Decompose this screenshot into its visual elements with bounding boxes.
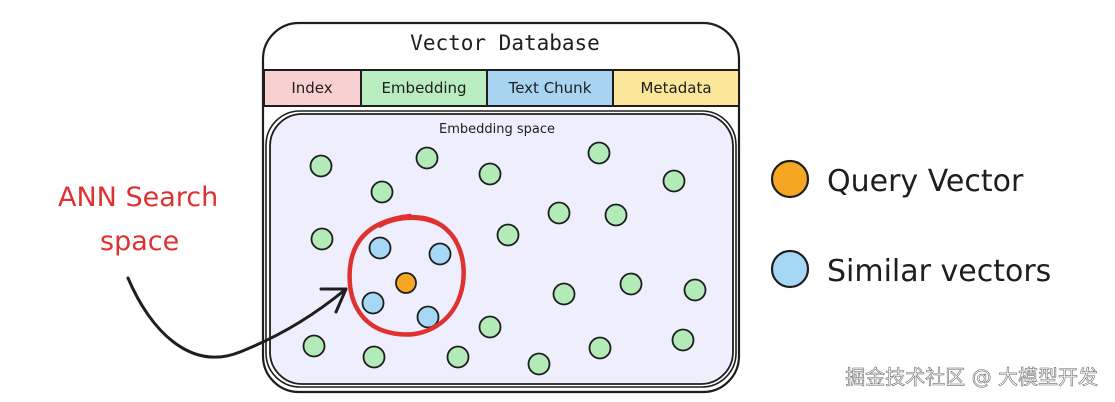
column-index-cell xyxy=(263,69,362,107)
vector-point xyxy=(527,352,551,376)
vector-point xyxy=(478,162,502,186)
column-embedding-label: Embedding xyxy=(381,79,466,97)
annotation-arrow xyxy=(126,276,348,359)
vector-point xyxy=(309,154,333,178)
annotation-arrow-line xyxy=(126,276,348,359)
legend: Query Vector Similar vectors xyxy=(770,159,1051,289)
vector-point xyxy=(587,141,611,165)
column-text-chunk-cell xyxy=(486,69,614,107)
embedding-space-outline xyxy=(265,110,737,388)
vector-point xyxy=(683,278,707,302)
vector-point xyxy=(415,146,439,170)
vector-point xyxy=(370,180,394,204)
vector-point xyxy=(604,203,628,227)
ann-search-label-line2: space xyxy=(100,226,179,257)
similar-vector-point xyxy=(428,242,452,266)
annotation-arrow-head xyxy=(319,287,348,314)
column-headers: Index Embedding Text Chunk Metadata xyxy=(263,69,740,107)
column-index-label: Index xyxy=(291,79,332,97)
ann-search-circle-stroke xyxy=(347,213,466,337)
database-title: Vector Database xyxy=(410,31,600,55)
vector-point xyxy=(671,328,695,352)
legend-similar-swatch xyxy=(770,249,810,289)
legend-query-swatch xyxy=(770,159,810,199)
vector-point xyxy=(496,223,520,247)
column-metadata-label: Metadata xyxy=(640,79,711,97)
query-vector-point xyxy=(395,272,417,294)
legend-query-label: Query Vector xyxy=(827,164,1024,199)
column-text-chunk-label: Text Chunk xyxy=(508,79,592,97)
legend-similar-label: Similar vectors xyxy=(827,254,1051,289)
ann-search-circle xyxy=(347,213,466,337)
vector-points xyxy=(302,141,707,376)
vector-point xyxy=(547,201,571,225)
similar-vector-point xyxy=(361,291,385,315)
column-metadata-cell xyxy=(612,69,740,107)
vector-point xyxy=(552,282,576,306)
column-embedding-cell xyxy=(360,69,488,107)
vector-point xyxy=(619,272,643,296)
vector-point xyxy=(302,334,326,358)
vector-point xyxy=(662,169,686,193)
vector-point xyxy=(446,345,470,369)
embedding-space-label: Embedding space xyxy=(439,122,555,137)
vector-point xyxy=(588,336,612,360)
similar-vector-point xyxy=(416,305,440,329)
vector-point xyxy=(478,315,502,339)
watermark: 掘金技术社区 @ 大模型开发 xyxy=(845,365,1098,389)
vector-point xyxy=(362,345,386,369)
embedding-space xyxy=(269,113,734,385)
vector-point xyxy=(310,227,334,251)
similar-vector-point xyxy=(368,236,392,260)
ann-search-circle-overstroke xyxy=(378,216,458,242)
ann-search-label-line1: ANN Search xyxy=(58,182,218,213)
